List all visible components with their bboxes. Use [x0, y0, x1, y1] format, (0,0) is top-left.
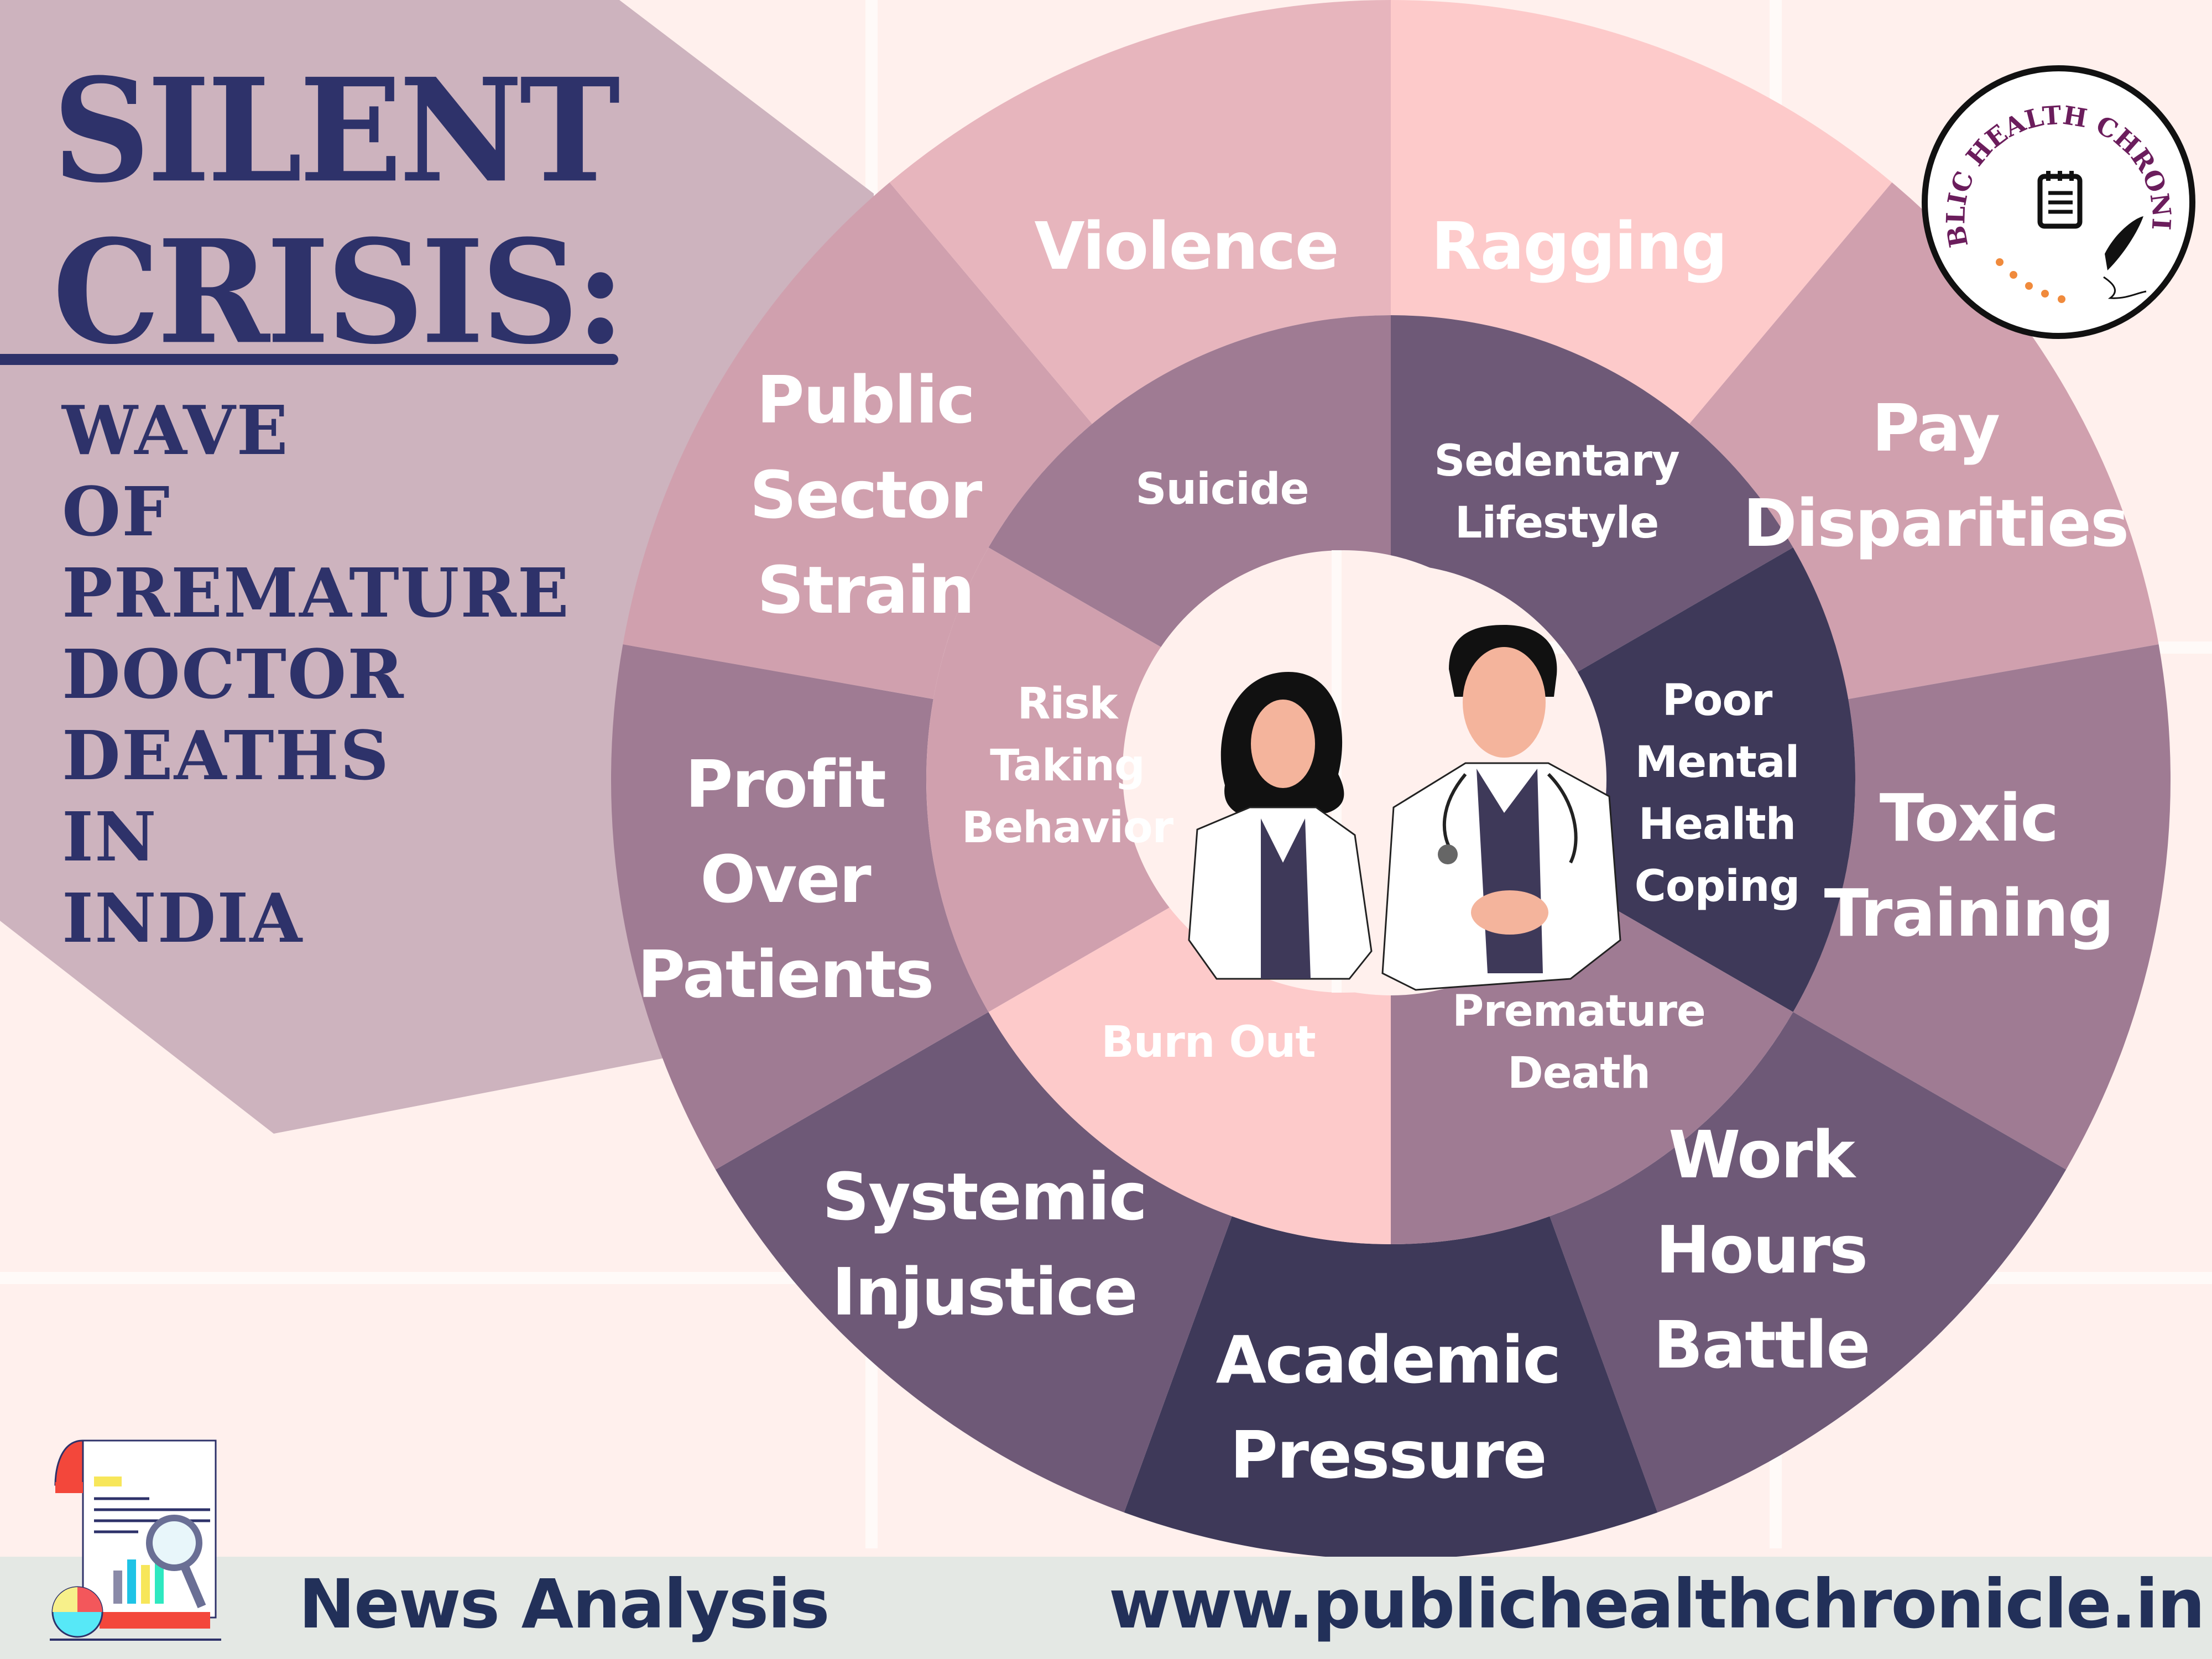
inner-segment-label: Risk Taking Behavior [961, 679, 1173, 853]
outer-segment [1124, 1216, 1658, 1559]
inner-segment [1391, 315, 1793, 672]
report-analysis-icon [50, 1439, 221, 1641]
publication-logo: PUBLIC HEALTH CHRONICLE [1917, 48, 2195, 339]
inner-segment-label: Burn Out [1101, 1018, 1316, 1067]
outer-segment-label: Toxic Training [1824, 780, 2115, 951]
website-link[interactable]: www.publichealthchronicle.in [1109, 1565, 2205, 1644]
inner-segment [1577, 547, 1856, 1012]
subtitle-line: DEATHS [62, 716, 390, 795]
outer-segment [1689, 182, 2159, 700]
quill-icon [2103, 216, 2147, 299]
inner-segment-label: Sedentary Lifestyle [1434, 436, 1680, 548]
inner-segment-label: Premature Death [1452, 987, 1706, 1098]
star-icons [1996, 258, 2065, 303]
outer-segment [1550, 1012, 2067, 1512]
outer-segment-label: Profit Over Patients [637, 746, 934, 1013]
footer-bar [0, 1557, 2212, 1659]
outer-segment-label: Public Sector Strain [749, 362, 983, 628]
inner-segment-label: Suicide [1135, 465, 1309, 514]
notepad-icon [2037, 171, 2083, 229]
section-label: News Analysis [299, 1565, 830, 1644]
subtitle-line: PREMATURE [62, 553, 570, 633]
subtitle-line: OF [62, 472, 171, 551]
outer-segment [623, 182, 1093, 700]
inner-segment-label: Poor Mental Health Coping [1634, 676, 1801, 911]
inner-segment [926, 547, 1204, 1012]
title-line-2: CRISIS: [53, 208, 625, 376]
doctors-illustration [1188, 625, 1621, 991]
outer-segment-label: Systemic Injustice [822, 1159, 1147, 1330]
outer-segment-label: Violence [1034, 208, 1339, 284]
outer-segment [889, 0, 1391, 424]
subtitle-line: IN [62, 797, 158, 877]
outer-segment [1391, 0, 1892, 424]
title-line-1: SILENT [53, 46, 620, 215]
outer-segment-label: Pay Disparities [1743, 390, 2129, 561]
outer-segment-label: Work Hours Battle [1653, 1117, 1871, 1383]
outer-segment [715, 1012, 1232, 1512]
outer-segment [611, 644, 989, 1170]
subtitle-line: DOCTOR [62, 634, 405, 714]
outer-segment-label: Academic Pressure [1215, 1322, 1562, 1493]
outer-segment [1793, 644, 2171, 1170]
subtitle-line: INDIA [62, 878, 304, 958]
outer-segment-label: Ragging [1431, 208, 1728, 284]
outer-ring [611, 0, 2171, 1559]
title-divider [0, 354, 618, 365]
subtitle-line: WAVE [62, 390, 289, 470]
